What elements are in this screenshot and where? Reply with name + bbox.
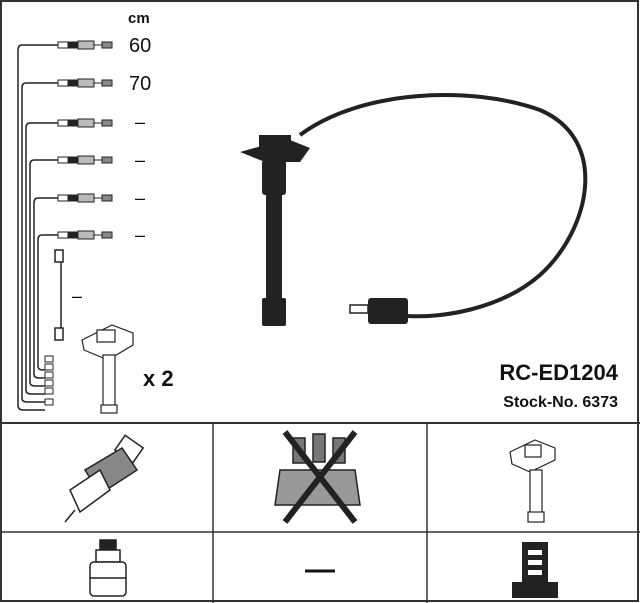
ignition-cable	[240, 93, 588, 326]
coil-wire-length: –	[72, 286, 83, 306]
cable-length-6: –	[135, 225, 146, 245]
cable-connectors	[44, 40, 113, 406]
unit-label: cm	[128, 10, 150, 27]
cable-connector	[57, 40, 113, 50]
cable-length-1: 60	[129, 35, 152, 57]
cable-length-5: –	[135, 188, 146, 208]
cable-length-4: –	[135, 150, 146, 170]
cable-connector	[57, 78, 113, 88]
cable-connector	[57, 118, 113, 128]
plug-connector-icon	[89, 539, 127, 597]
stock-number: Stock-No. 6373	[503, 394, 618, 411]
product-code: RC-ED1204	[499, 360, 618, 385]
cable-set-schematic	[17, 44, 64, 411]
terminal-icon	[512, 542, 558, 598]
coil-quantity: x 2	[143, 366, 174, 391]
cable-connector	[57, 193, 113, 203]
spark-plug-icon	[64, 434, 145, 523]
cable-length-2: 70	[129, 73, 152, 95]
cable-connector	[57, 155, 113, 165]
ignition-coil-icon	[81, 324, 134, 414]
ignition-coil-icon	[509, 439, 556, 523]
cable-connector	[57, 230, 113, 240]
cable-length-3: –	[135, 112, 146, 132]
distributor-cap-icon	[274, 430, 361, 524]
